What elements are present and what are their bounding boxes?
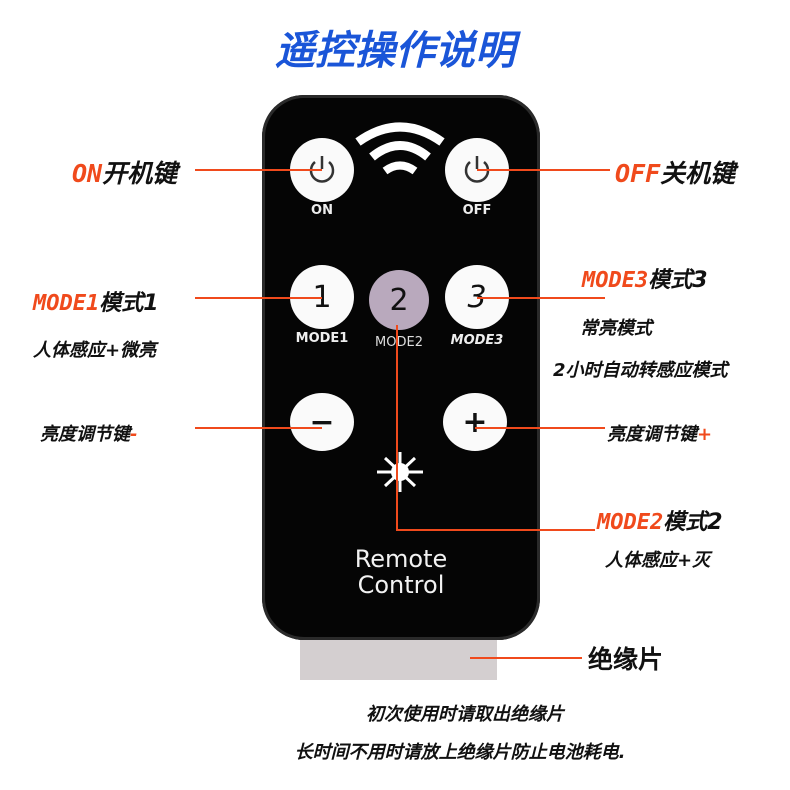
mode2-button[interactable]: 2 xyxy=(369,270,429,330)
off-label: OFF xyxy=(462,203,492,218)
insulation-tab[interactable] xyxy=(300,640,497,680)
brand-text: Remote Control xyxy=(262,546,540,598)
mode3-button[interactable]: 3 xyxy=(445,265,509,329)
footer-line-2: 长时间不用时请放上绝缘片防止电池耗电. xyxy=(294,742,626,763)
mode1-annotation: MODE1模式1 xyxy=(33,291,159,316)
off-annotation: OFF关机键 xyxy=(615,159,736,188)
mode3-annotation: MODE3模式3 xyxy=(582,268,708,293)
mode1-button[interactable]: 1 xyxy=(290,265,354,329)
remote-control: ON OFF 1 MODE1 2 MODE2 3 MODE3 − + Remot… xyxy=(262,95,540,640)
mode1-label: MODE1 xyxy=(295,331,349,346)
mode2-description: 人体感应+灭 xyxy=(605,550,711,571)
on-label: ON xyxy=(311,203,333,218)
mode3-description-1: 常亮模式 xyxy=(580,318,652,339)
mode2-annotation: MODE2模式2 xyxy=(597,510,723,535)
page-title: 遥控操作说明 xyxy=(275,28,515,74)
on-annotation: ON开机键 xyxy=(72,159,178,188)
light-icon xyxy=(377,452,423,492)
brightness-up-button[interactable]: + xyxy=(443,393,507,451)
signal-icon xyxy=(355,122,445,175)
mode2-label: MODE2 xyxy=(375,335,423,350)
power-icon xyxy=(464,156,490,183)
on-button[interactable] xyxy=(290,138,354,202)
mode1-description: 人体感应+微亮 xyxy=(33,340,157,361)
minus-annotation: 亮度调节键- xyxy=(40,424,138,445)
brightness-down-button[interactable]: − xyxy=(290,393,354,451)
off-button[interactable] xyxy=(445,138,509,202)
mode3-label: MODE3 xyxy=(450,333,504,348)
power-icon xyxy=(309,156,335,183)
insulation-annotation: 绝缘片 xyxy=(588,645,664,674)
brand-line-1: Remote xyxy=(354,545,448,573)
footer-line-1: 初次使用时请取出绝缘片 xyxy=(366,704,564,725)
mode3-description-2: 2小时自动转感应模式 xyxy=(553,360,728,381)
plus-annotation: 亮度调节键+ xyxy=(607,424,713,445)
brand-line-2: Control xyxy=(357,571,445,599)
